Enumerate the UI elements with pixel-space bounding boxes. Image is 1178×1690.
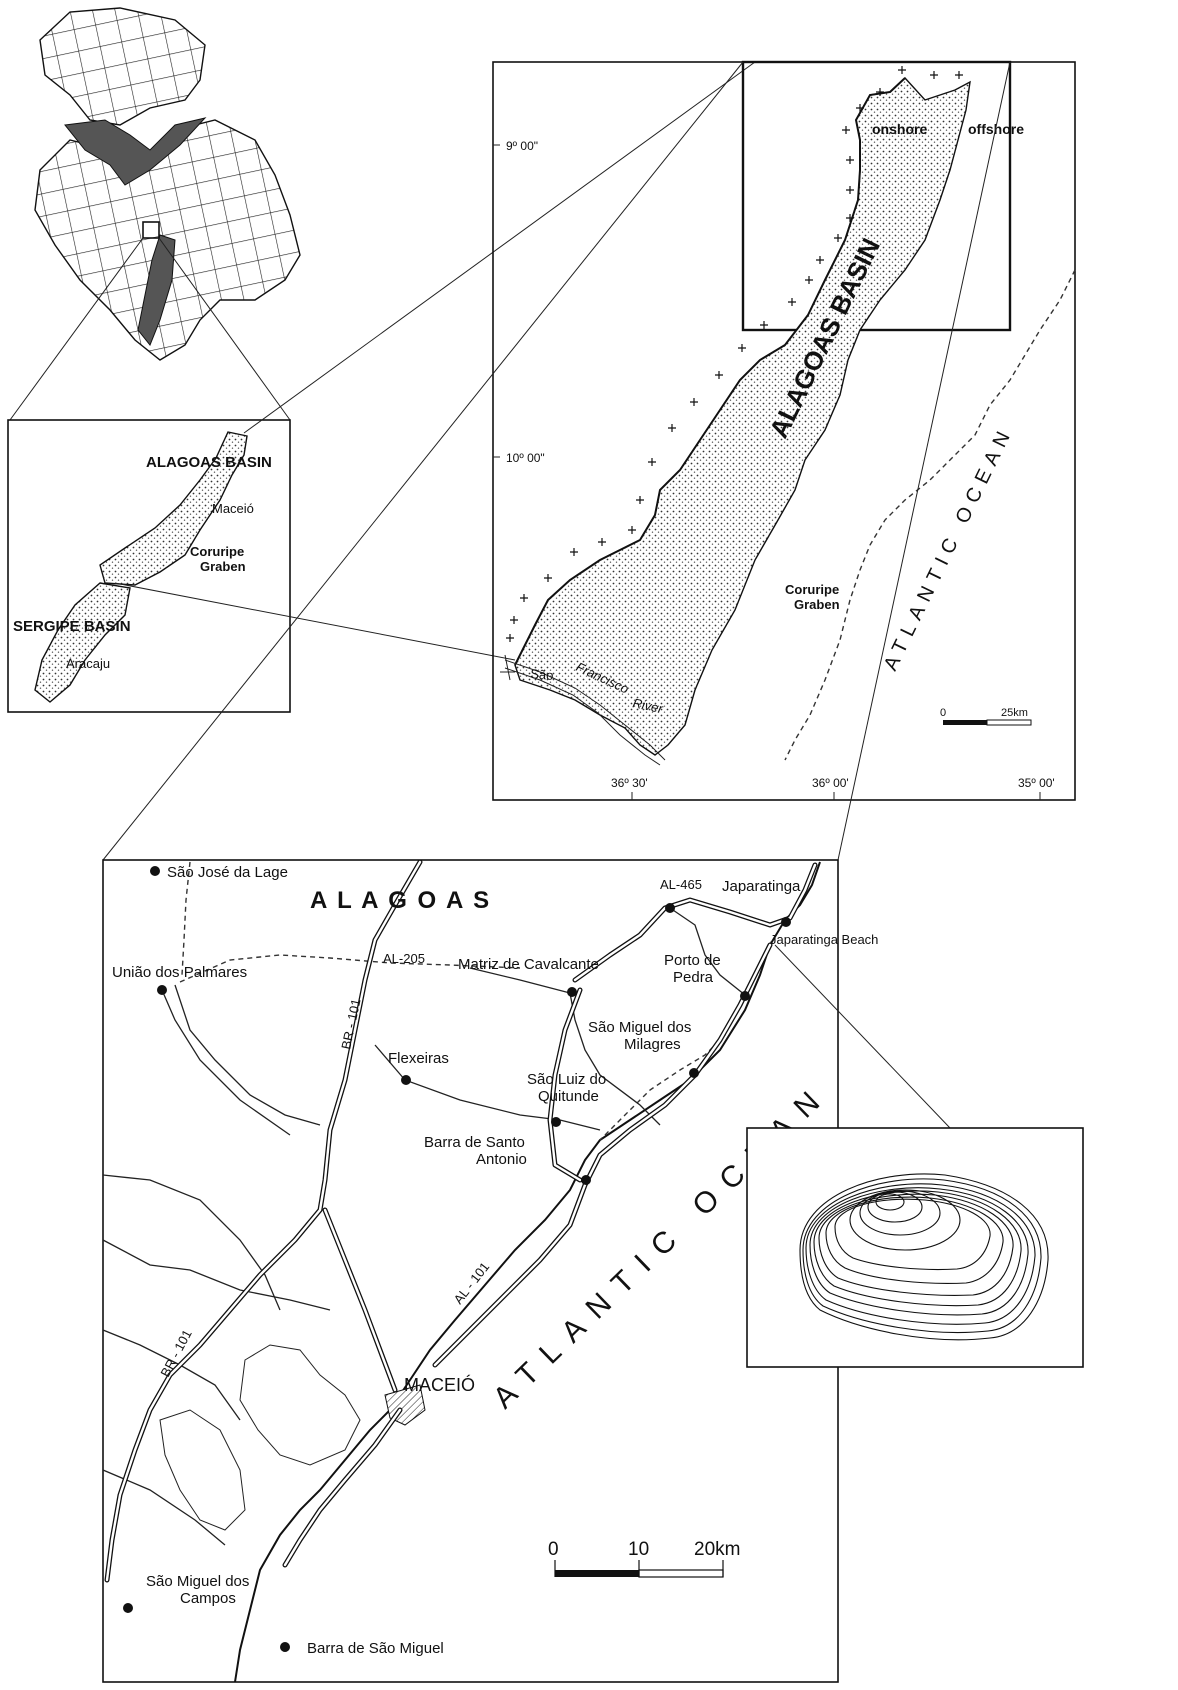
sao-miguel-campos-label-1: São Miguel dos bbox=[146, 1573, 249, 1590]
onshore-crosses bbox=[506, 66, 963, 642]
road-flexeiras bbox=[374, 1044, 601, 1131]
lon-3600-label: 36º 00' bbox=[812, 776, 849, 790]
sao-miguel-milagres-label-2: Milagres bbox=[624, 1036, 681, 1053]
city-dot-sao-miguel-campos bbox=[123, 1603, 133, 1613]
sergipe-basin-label-small: SERGIPE BASIN bbox=[13, 618, 131, 635]
maceio-label-small: Maceió bbox=[212, 501, 254, 516]
coruripe-label-2: Graben bbox=[794, 597, 840, 612]
flexeiras-label: Flexeiras bbox=[388, 1050, 449, 1067]
sao-miguel-milagres-label-1: São Miguel dos bbox=[588, 1019, 691, 1036]
river-line-1 bbox=[102, 1174, 281, 1311]
onshore-boundary bbox=[514, 77, 906, 666]
dashed-road-coast bbox=[599, 944, 769, 1141]
river-line-4 bbox=[174, 984, 321, 1126]
barra-sao-miguel-label: Barra de São Miguel bbox=[307, 1640, 444, 1657]
coruripe-label-small-1: Coruripe bbox=[190, 544, 244, 559]
matriz-label: Matriz de Cavalcante bbox=[458, 956, 599, 973]
detail-scale-0: 0 bbox=[548, 1539, 559, 1560]
world-inset bbox=[9, 7, 301, 421]
dashed-road-north bbox=[181, 861, 191, 976]
barra-santo-label-1: Barra de Santo bbox=[424, 1134, 525, 1151]
regional-inset: ALAGOAS BASIN Maceió Coruripe Graben SER… bbox=[7, 61, 756, 713]
rift-shaded-north bbox=[64, 117, 207, 186]
detail-scale-10: 10 bbox=[628, 1539, 649, 1560]
maceio-label: MACEIÓ bbox=[404, 1374, 475, 1395]
porto-pedra-label-2: Pedra bbox=[673, 969, 714, 986]
city-dot-porto-pedra bbox=[740, 991, 750, 1001]
coruripe-label-1: Coruripe bbox=[785, 582, 839, 597]
city-dot-sao-jose bbox=[150, 866, 160, 876]
road-matriz bbox=[469, 967, 661, 1126]
mundau-lagoon bbox=[239, 1344, 361, 1466]
detail-coastline bbox=[234, 861, 821, 1683]
br101-north-label: BR - 101 bbox=[338, 997, 363, 1050]
river-line-2 bbox=[102, 1239, 331, 1311]
sao-francisco-river bbox=[504, 659, 666, 761]
river-label-1: São bbox=[530, 666, 554, 683]
alagoas-basin-shape-small bbox=[99, 431, 248, 586]
detail-locator-box bbox=[741, 60, 1012, 332]
rift-shaded-south bbox=[137, 234, 176, 346]
manguaba-lagoon bbox=[159, 1409, 246, 1531]
road-porto bbox=[669, 907, 746, 996]
city-dot-sao-luiz bbox=[551, 1117, 561, 1127]
al465-label: AL-465 bbox=[660, 877, 702, 892]
lat-10-label: 10º 00" bbox=[506, 451, 545, 465]
japaratinga-beach-label: Japaratinga Beach bbox=[770, 932, 878, 947]
dashed-road-al205 bbox=[179, 954, 521, 983]
detail-scale-bar: 0 10 20km bbox=[548, 1539, 740, 1578]
lon-3500-label: 35º 00' bbox=[1018, 776, 1055, 790]
aracaju-label: Aracaju bbox=[66, 656, 110, 671]
offshore-label: offshore bbox=[968, 121, 1024, 137]
porto-pedra-label-1: Porto de bbox=[664, 952, 721, 969]
sao-luiz-label-1: São Luiz do bbox=[527, 1071, 606, 1088]
contour-ellipses bbox=[799, 1173, 1049, 1341]
road-uniao bbox=[161, 989, 291, 1136]
sao-francisco-river-bank bbox=[504, 667, 661, 766]
north-america-landmass bbox=[39, 7, 206, 126]
uniao-label: União dos Palmares bbox=[112, 964, 247, 981]
city-dot-barra-sao-miguel bbox=[280, 1642, 290, 1652]
city-dot-japaratinga-beach bbox=[781, 917, 791, 927]
regional-inset-frame bbox=[7, 419, 291, 713]
city-dot-flexeiras bbox=[401, 1075, 411, 1085]
basin-scale-25: 25km bbox=[1001, 707, 1028, 719]
city-dot-uniao bbox=[157, 985, 167, 995]
sao-miguel-campos-label-2: Campos bbox=[180, 1590, 236, 1607]
coruripe-label-small-2: Graben bbox=[200, 559, 246, 574]
alagoas-basin-label-small: ALAGOAS BASIN bbox=[146, 454, 272, 471]
alagoas-state-label: A L A G O A S bbox=[310, 887, 491, 914]
beach-inset bbox=[746, 944, 1084, 1368]
river-label-3: River bbox=[631, 695, 664, 716]
city-markers bbox=[123, 866, 791, 1652]
detail-scale-20km: 20km bbox=[694, 1539, 740, 1560]
world-inset-locator-box bbox=[142, 221, 160, 239]
lat-9-label: 9º 00" bbox=[506, 139, 538, 153]
onshore-label: onshore bbox=[872, 121, 927, 137]
shelf-break-line bbox=[784, 269, 1076, 761]
barra-santo-label-2: Antonio bbox=[476, 1151, 527, 1168]
atlantic-ocean-label-basin: ATLANTIC OCEAN bbox=[880, 422, 1018, 674]
lon-3630-label: 36º 30' bbox=[611, 776, 648, 790]
city-dot-sao-miguel-milagres bbox=[689, 1068, 699, 1078]
japaratinga-label: Japaratinga bbox=[722, 878, 801, 895]
al205-label: AL-205 bbox=[383, 951, 425, 966]
sergipe-basin-shape-small bbox=[34, 582, 131, 703]
city-dot-matriz bbox=[567, 987, 577, 997]
basin-scale-0: 0 bbox=[940, 707, 946, 719]
city-dot-japaratinga bbox=[665, 903, 675, 913]
river-line-5 bbox=[102, 1469, 226, 1546]
city-dot-barra-santo bbox=[581, 1175, 591, 1185]
basin-scale-bar: 0 25km bbox=[940, 707, 1032, 726]
sao-jose-label: São José da Lage bbox=[167, 864, 288, 881]
sao-luiz-label-2: Quitunde bbox=[538, 1088, 599, 1105]
